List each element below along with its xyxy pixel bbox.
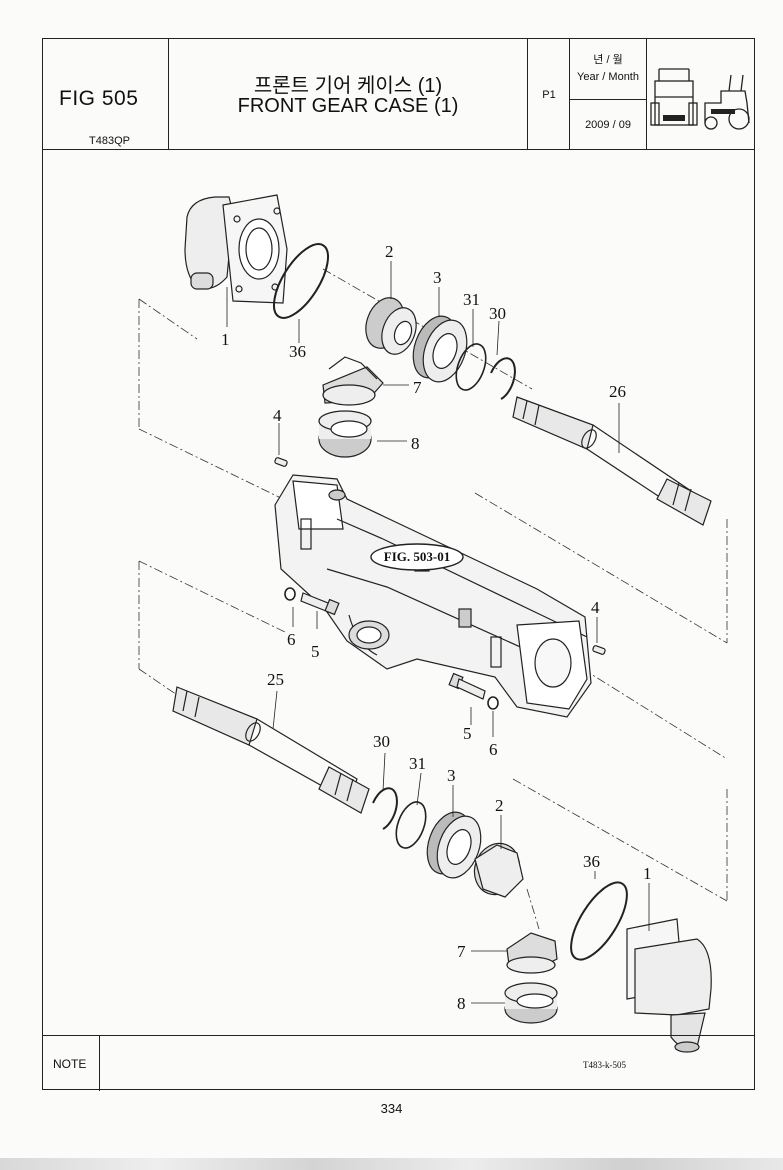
year-month-label-english: Year / Month bbox=[577, 71, 639, 83]
callout-4-top: 4 bbox=[273, 406, 282, 425]
callout-25: 25 bbox=[267, 670, 284, 689]
callout-36-lower: 36 bbox=[583, 852, 600, 871]
callout-31-top: 31 bbox=[463, 290, 480, 309]
figure-number: FIG 505 bbox=[59, 87, 139, 110]
shim-top bbox=[455, 343, 487, 391]
shaft-lower bbox=[172, 686, 370, 814]
header-divider bbox=[43, 149, 754, 150]
header-column-divider bbox=[168, 39, 169, 149]
callout-3-top: 3 bbox=[433, 268, 442, 287]
header-column-divider bbox=[646, 39, 647, 149]
callout-31-lower: 31 bbox=[409, 754, 426, 773]
revision-date: 2009 / 09 bbox=[585, 119, 631, 131]
model-code: T483QP bbox=[89, 135, 130, 147]
bolt-washer-right bbox=[448, 672, 499, 710]
exploded-parts-diagram: 1 36 2 3 31 30 7 8 4 26 6 5 4 25 5 6 30 … bbox=[138, 194, 728, 1070]
circlip-lower bbox=[372, 787, 398, 830]
elbow-housing-lower bbox=[626, 918, 712, 1053]
callout-8-top: 8 bbox=[411, 434, 420, 453]
ball-bearing-lower bbox=[426, 811, 482, 879]
collar-top bbox=[365, 297, 417, 355]
title-korean: 프론트 기어 케이스 (1) bbox=[253, 75, 443, 97]
callout-30-lower: 30 bbox=[373, 732, 390, 751]
year-month-label-korean: 년 / 월 bbox=[593, 54, 623, 66]
tractor-location-icon bbox=[650, 68, 750, 130]
callout-2-top: 2 bbox=[385, 242, 394, 261]
callout-7-lower: 7 bbox=[457, 942, 466, 961]
callout-6-left: 6 bbox=[287, 630, 296, 649]
ball-bearing-bottom bbox=[504, 982, 558, 1024]
ball-bearing-lower-top bbox=[318, 410, 372, 458]
snap-ring-lower bbox=[570, 881, 628, 961]
ball-bearing-top bbox=[412, 315, 468, 383]
shaft-upper bbox=[512, 396, 712, 526]
callout-26: 26 bbox=[609, 382, 626, 401]
header-column-divider bbox=[527, 39, 528, 149]
page-reference: P1 bbox=[542, 89, 556, 101]
bevel-gear-lower bbox=[473, 842, 524, 898]
elbow-housing-top bbox=[184, 194, 288, 304]
callout-7-top: 7 bbox=[413, 378, 422, 397]
drawing-code: T483-k-505 bbox=[583, 1060, 626, 1070]
figure-reference-oval bbox=[370, 543, 464, 571]
note-label: NOTE bbox=[53, 1057, 87, 1071]
callout-1-top: 1 bbox=[221, 330, 230, 349]
callout-5-right: 5 bbox=[463, 724, 472, 743]
bevel-gear-top bbox=[322, 356, 384, 406]
shim-lower bbox=[395, 801, 427, 849]
scan-edge bbox=[0, 1158, 783, 1170]
callout-8-lower: 8 bbox=[457, 994, 466, 1013]
callout-2-lower: 2 bbox=[495, 796, 504, 815]
date-divider bbox=[570, 99, 646, 100]
pin-lower bbox=[592, 645, 606, 655]
circlip-top bbox=[490, 357, 516, 400]
callout-3-lower: 3 bbox=[447, 766, 456, 785]
page-number: 334 bbox=[380, 1101, 403, 1116]
callout-leaders bbox=[226, 261, 650, 1004]
header-column-divider bbox=[569, 39, 570, 149]
page-frame: FIG 505 T483QP 프론트 기어 케이스 (1) FRONT GEAR… bbox=[42, 38, 755, 1091]
note-divider bbox=[43, 1035, 754, 1036]
callout-4-right: 4 bbox=[591, 598, 600, 617]
callout-5-left: 5 bbox=[311, 642, 320, 661]
callout-36-top: 36 bbox=[289, 342, 306, 361]
note-column-divider bbox=[99, 1035, 100, 1091]
front-gear-case bbox=[274, 474, 592, 718]
bevel-gear-lower-small bbox=[506, 932, 558, 974]
callout-1-lower: 1 bbox=[643, 864, 652, 883]
figure-reference-label: FIG. 503-01 bbox=[384, 549, 450, 564]
bolt-washer-left bbox=[284, 587, 340, 616]
title-english: FRONT GEAR CASE (1) bbox=[237, 95, 459, 117]
callout-30-top: 30 bbox=[489, 304, 506, 323]
pin-upper bbox=[274, 457, 288, 467]
callout-6-right: 6 bbox=[489, 740, 498, 759]
snap-ring-top bbox=[273, 243, 329, 319]
